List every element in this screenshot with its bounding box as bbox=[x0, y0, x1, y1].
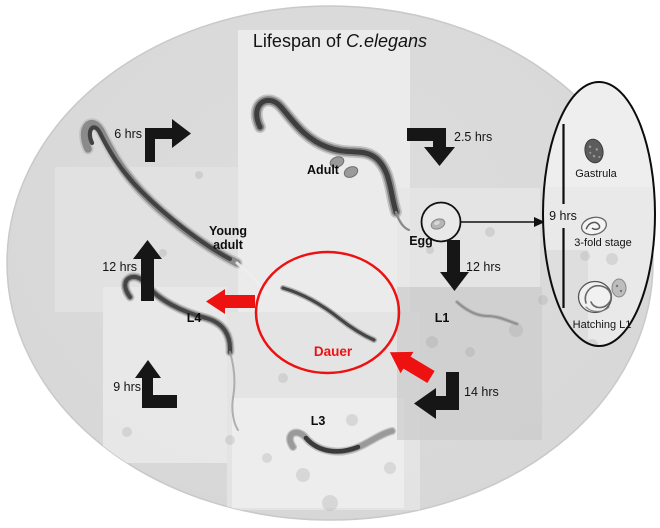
duration-2-5hrs: 2.5 hrs bbox=[454, 130, 492, 144]
arrow-egg-to-l1-icon bbox=[440, 240, 469, 291]
dauer-ellipse bbox=[254, 250, 401, 375]
arrow-l4-to-young-adult-icon bbox=[133, 240, 162, 301]
young-adult-worm-image bbox=[79, 118, 269, 296]
adult-worm-image bbox=[250, 94, 411, 232]
label-young-adult-line2: adult bbox=[213, 238, 244, 252]
duration-9hrs-inset: 9 hrs bbox=[549, 209, 577, 223]
duration-12hrs-left: 12 hrs bbox=[102, 260, 137, 274]
duration-6hrs: 6 hrs bbox=[114, 127, 142, 141]
label-l4: L4 bbox=[187, 311, 202, 325]
arrow-l1-to-l3-icon bbox=[414, 372, 459, 419]
arrow-adult-to-egg-icon bbox=[407, 128, 455, 166]
arrow-young-adult-to-adult-icon bbox=[145, 119, 191, 162]
l1-worm-image bbox=[455, 300, 519, 326]
label-adult: Adult bbox=[307, 163, 340, 177]
dauer-worm-image bbox=[280, 285, 377, 343]
label-egg: Egg bbox=[409, 234, 433, 248]
egg-to-inset-arrowhead-icon bbox=[534, 217, 545, 227]
egg-callout bbox=[420, 201, 545, 243]
l4-worm-image bbox=[120, 272, 239, 431]
diagram-title: Lifespan of C.elegans bbox=[253, 31, 427, 51]
label-hatching-l1: Hatching L1 bbox=[573, 319, 632, 331]
label-three-fold: 3-fold stage bbox=[574, 237, 631, 249]
black-arrows bbox=[133, 119, 469, 419]
gastrula-image bbox=[584, 138, 604, 164]
three-fold-stage-image bbox=[580, 216, 608, 236]
label-l3: L3 bbox=[311, 414, 326, 428]
label-gastrula: Gastrula bbox=[575, 168, 617, 180]
arrow-dauer-to-l4-icon bbox=[206, 289, 255, 314]
label-young-adult-line1: Young bbox=[209, 224, 247, 238]
debris-dots bbox=[122, 171, 548, 511]
label-l1: L1 bbox=[435, 311, 450, 325]
arrow-l3-to-dauer-icon bbox=[389, 351, 435, 384]
l3-worm-image bbox=[286, 427, 396, 456]
label-dauer: Dauer bbox=[314, 344, 353, 359]
hatching-l1-image bbox=[577, 278, 627, 314]
duration-14hrs: 14 hrs bbox=[464, 385, 499, 399]
duration-12hrs-right: 12 hrs bbox=[466, 260, 501, 274]
duration-9hrs-left: 9 hrs bbox=[113, 380, 141, 394]
arrow-l3-to-l4-icon bbox=[135, 360, 177, 408]
